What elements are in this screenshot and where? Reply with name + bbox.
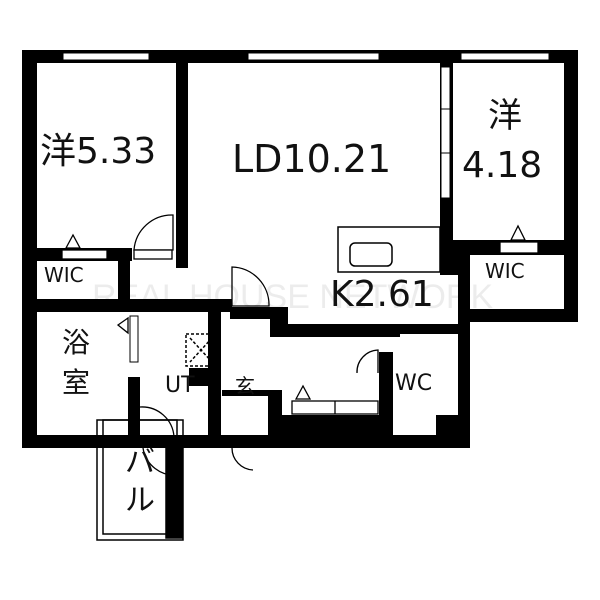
room-label-kitchen: K2.61: [330, 274, 434, 315]
room-label-wic-left: WIC: [44, 263, 84, 287]
windows: [62, 52, 550, 363]
room-label-bath-1: 浴: [62, 326, 90, 359]
room-label-balcony-2: ル: [125, 483, 155, 518]
room-label-toilet: WC: [395, 371, 432, 396]
room-label-western-2-kanji: 洋: [488, 96, 522, 136]
room-label-western-2-size: 4.18: [462, 145, 542, 186]
room-label-utility: UT: [165, 373, 195, 398]
balcony: [96, 419, 184, 541]
room-label-entrance: 玄: [235, 374, 255, 398]
watermark: REAL HOUSE NETWORK: [92, 278, 493, 316]
room-label-western-1: 洋5.33: [40, 131, 156, 172]
room-label-ld: LD10.21: [232, 137, 391, 181]
room-label-bath-2: 室: [62, 366, 90, 399]
room-label-balcony-1: バ: [125, 445, 155, 480]
kitchen-counter: [337, 226, 441, 273]
washer-pan: [185, 333, 217, 367]
doors: [61, 214, 539, 476]
room-label-wic-right: WIC: [485, 259, 525, 283]
